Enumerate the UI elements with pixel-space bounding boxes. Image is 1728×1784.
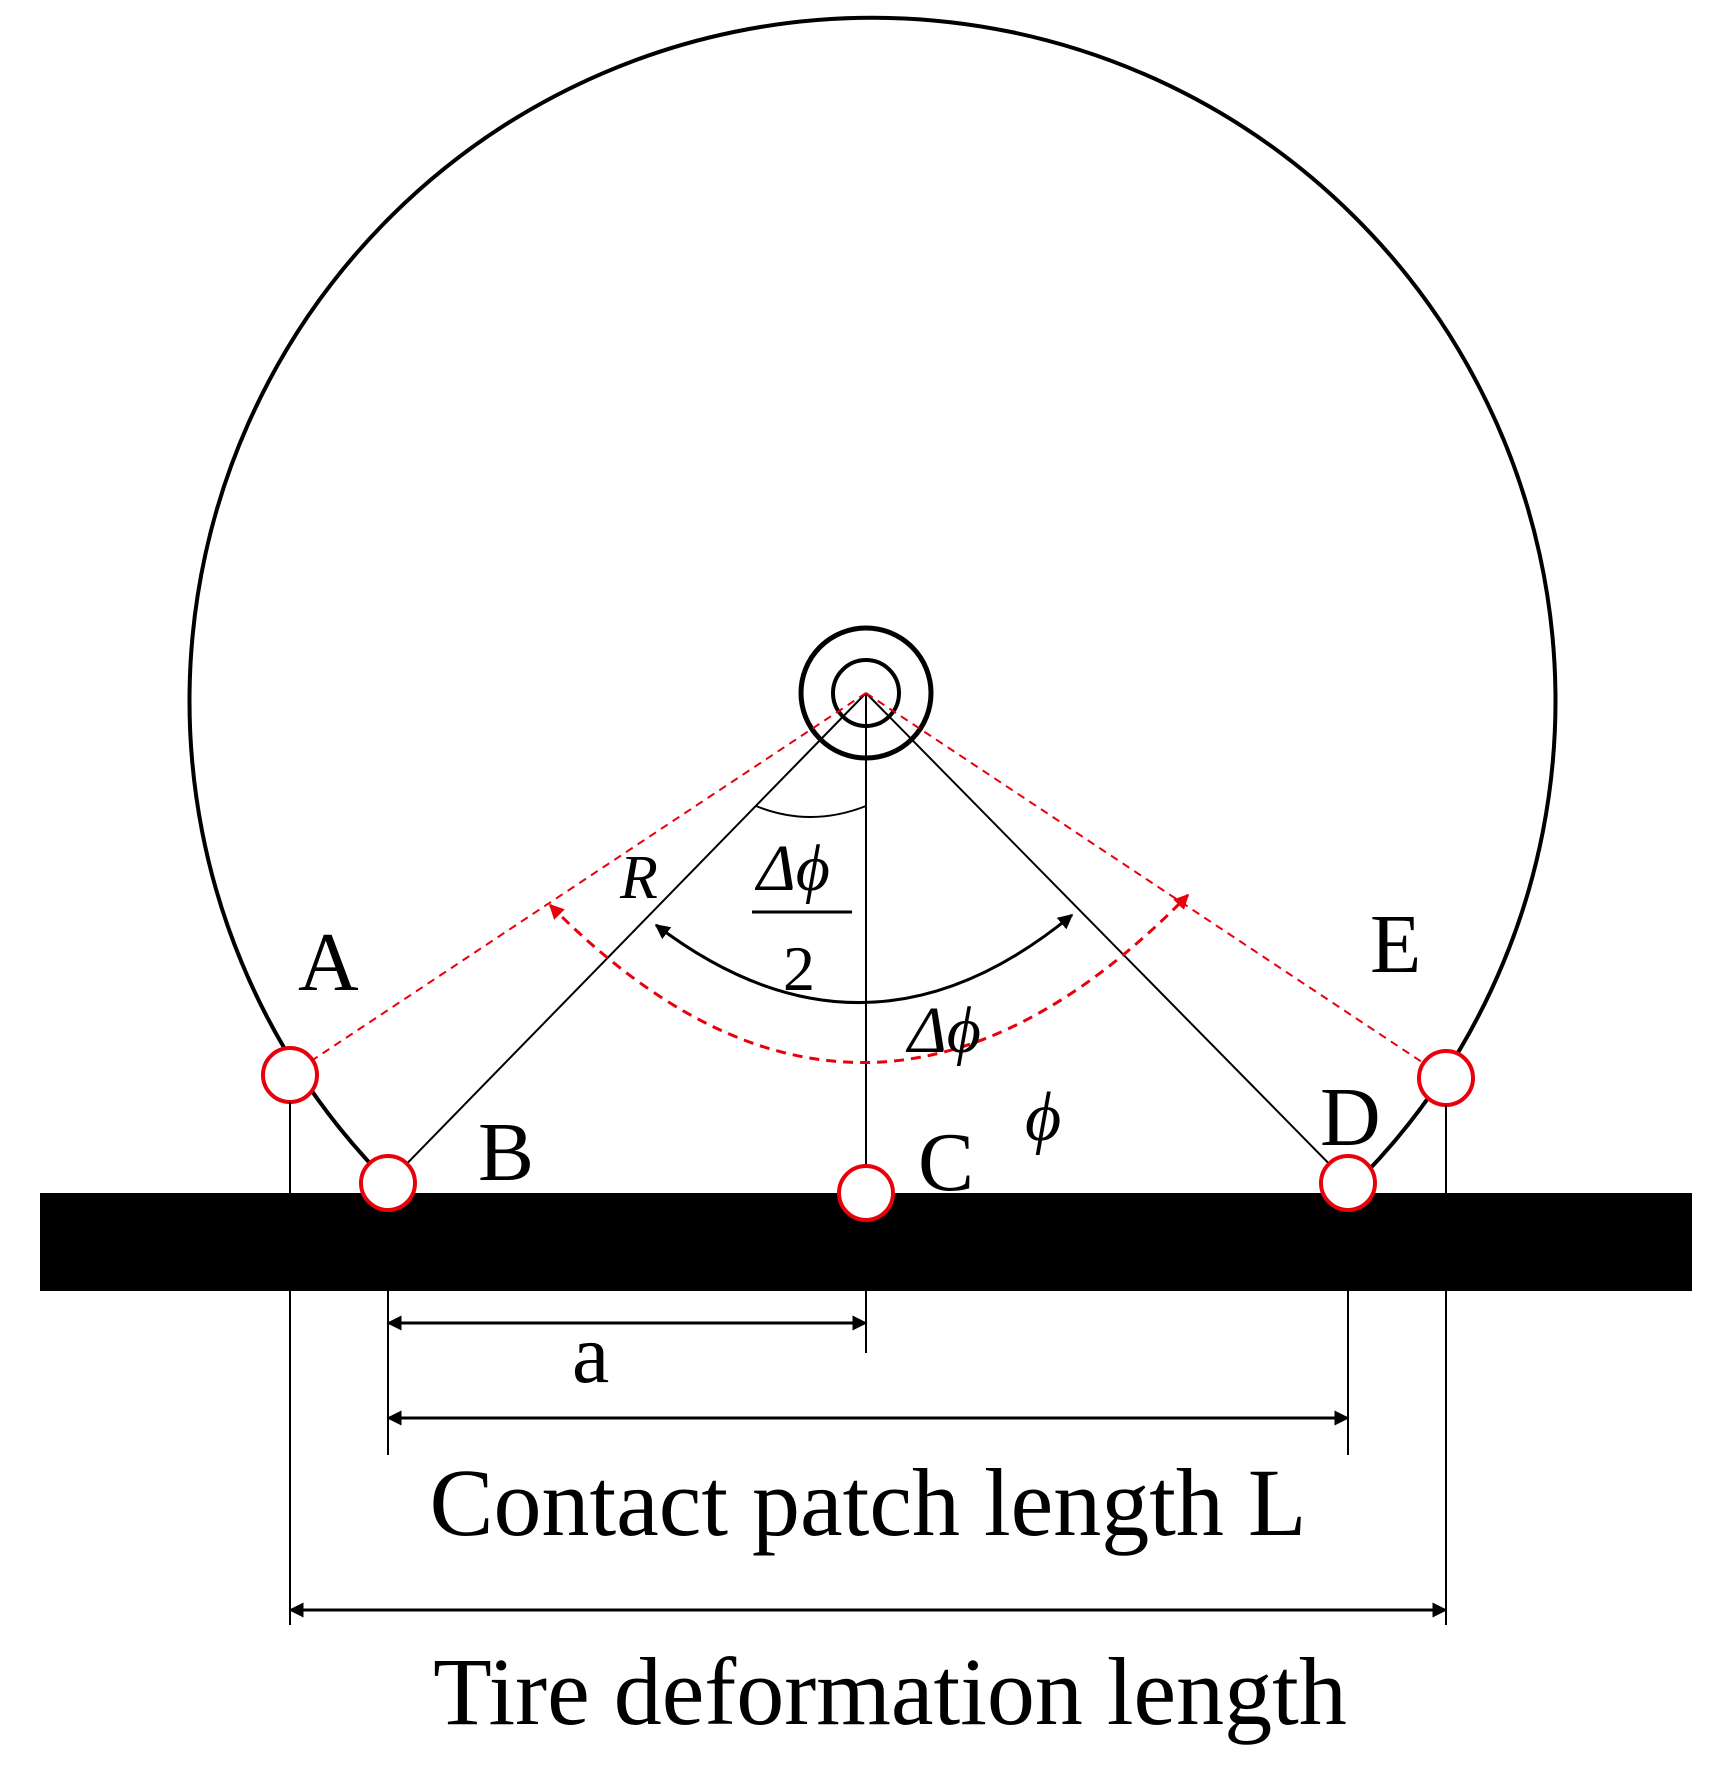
- label-point-a: A: [298, 916, 359, 1009]
- label-delta-phi: Δϕ: [905, 994, 981, 1067]
- tire-outline: [187, 15, 1558, 1177]
- dashed-line-e: [865, 692, 1447, 1079]
- label-tire-deformation-length: Tire deformation length: [433, 1638, 1347, 1745]
- label-point-e: E: [1370, 898, 1421, 991]
- label-point-b: B: [478, 1106, 534, 1199]
- radius-line-b: [387, 692, 867, 1184]
- phi-arc: [548, 893, 1190, 1064]
- label-a: a: [572, 1308, 609, 1401]
- label-contact-patch-length: Contact patch length L: [429, 1449, 1306, 1556]
- label-point-d: D: [1320, 1071, 1381, 1164]
- label-phi: ϕ: [1025, 1079, 1061, 1156]
- label-half-angle-numerator: Δϕ: [754, 832, 830, 905]
- point-c-marker: [837, 1164, 895, 1222]
- point-a-marker: [261, 1046, 319, 1104]
- label-half-angle-denominator: 2: [783, 933, 815, 1004]
- label-radius: R: [619, 844, 658, 912]
- radius-line-d: [865, 692, 1349, 1184]
- delta-phi-arc: [654, 913, 1074, 1005]
- point-b-marker: [359, 1154, 417, 1212]
- dashed-line-a: [289, 692, 867, 1076]
- point-e-marker: [1417, 1049, 1475, 1107]
- half-angle-arc: [755, 805, 867, 818]
- label-point-c: C: [918, 1116, 974, 1209]
- point-d-marker: [1319, 1154, 1377, 1212]
